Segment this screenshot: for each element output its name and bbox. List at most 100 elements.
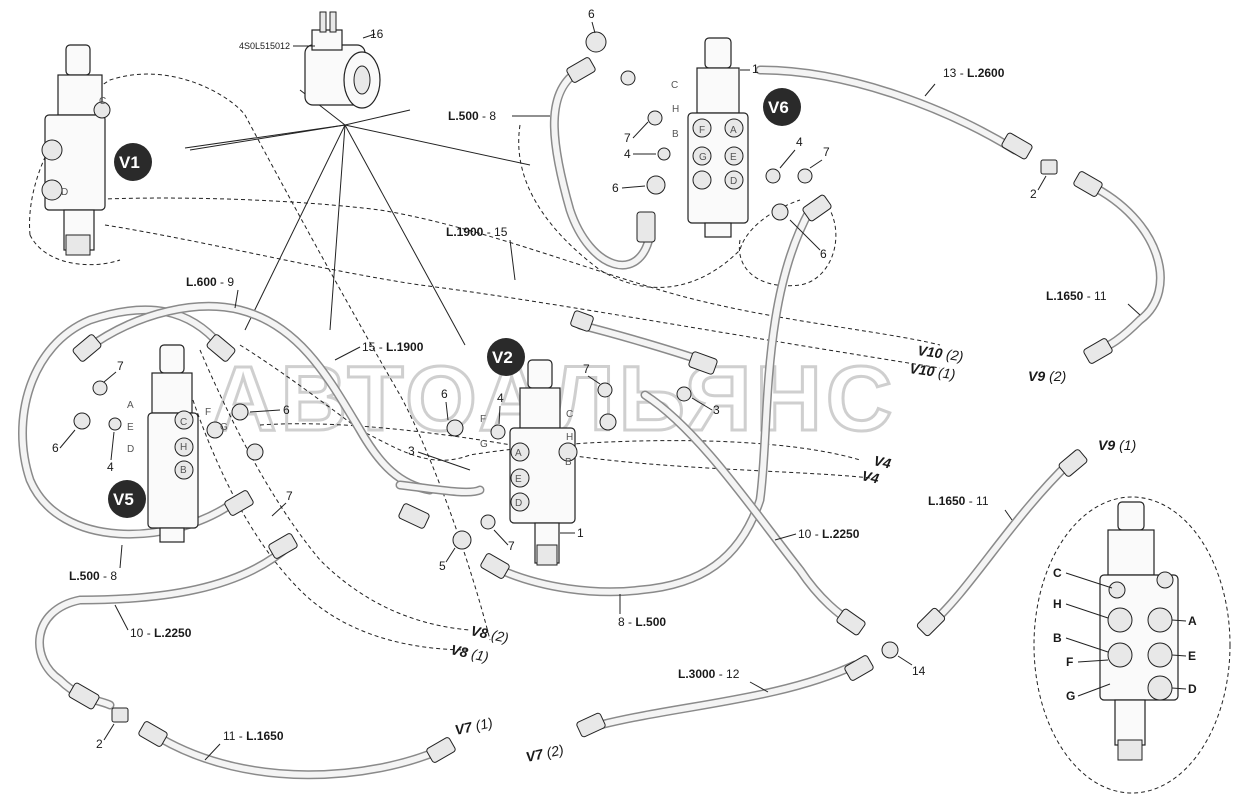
part-7-v5b: 7 (286, 489, 293, 503)
v6-port-c: C (671, 80, 678, 91)
v2-label: V2 (492, 348, 513, 367)
v1-port-c: C (99, 96, 106, 107)
ref-v10-2: V10(2) (917, 342, 965, 364)
hose-label-l500-8-top: L.500 - 8 (448, 109, 496, 123)
hose-label-l500-8-left: L.500 - 8 (69, 569, 117, 583)
v5-badge (108, 480, 146, 518)
leader-l1650-11-bottom (204, 743, 221, 761)
v1-label: V1 (119, 153, 140, 172)
part-2-left: 2 (96, 737, 103, 751)
part-6-v6: 6 (612, 181, 619, 195)
dashed-guides (29, 73, 1231, 794)
hose-label-l1650-11-right: L.1650 - 11 (1046, 289, 1107, 303)
detail-port-a: A (1188, 614, 1197, 628)
v2-port-a: A (515, 448, 522, 459)
leader-l2250-10-left (114, 604, 129, 631)
leader-l1650-11-lowright (1004, 509, 1013, 521)
leader-l3000-12 (749, 681, 769, 693)
part-number-labels: 6 1 7 4 6 4 7 6 2 7 6 6 4 7 6 4 7 3 3 (52, 7, 1047, 751)
part-6-v5r: 6 (283, 403, 290, 417)
v5-port-c: C (180, 417, 187, 428)
solenoid-number: 16 (370, 27, 384, 41)
hoses (18, 65, 1165, 780)
leader-l500-8-left (119, 544, 123, 569)
hose-label-l1900-15-mid: 15 - L.1900 (362, 340, 424, 354)
v2-port-g: G (480, 439, 488, 450)
part-3-v2r: 3 (713, 403, 720, 417)
valve-v2 (509, 359, 578, 566)
ref-v8-1: V8(1) (449, 641, 490, 665)
part-7-v5: 7 (117, 359, 124, 373)
part-5-v2: 5 (439, 559, 446, 573)
part-2-right: 2 (1030, 187, 1037, 201)
v2-port-b: B (565, 457, 572, 468)
leader-l1900-15-top (509, 239, 516, 281)
part-1-v2: 1 (577, 526, 584, 540)
leader-l2600-13 (924, 83, 936, 97)
detail-port-g: G (1066, 689, 1075, 703)
hose-label-l500-8-bottom: 8 - L.500 (618, 615, 666, 629)
part-7-v2: 7 (583, 362, 590, 376)
v2-port-c: C (566, 409, 573, 420)
v2-port-d: D (515, 498, 522, 509)
v2-port-h: H (566, 432, 573, 443)
v1-port-d: D (61, 187, 68, 198)
v5-port-e: E (127, 422, 134, 433)
part-6-v5l: 6 (52, 441, 59, 455)
detail-port-d: D (1188, 682, 1197, 696)
hose-label-l3000-12: L.3000 - 12 (678, 667, 740, 681)
ref-v4-a: V4 (872, 452, 892, 471)
part-6-v6r: 6 (820, 247, 827, 261)
part-4-v6r: 4 (796, 135, 803, 149)
v5-port-h: H (180, 442, 187, 453)
ref-v8-2: V8(2) (469, 622, 510, 646)
leader-l1650-11-right (1127, 303, 1141, 316)
hose-label-l600-9: L.600 - 9 (186, 275, 234, 289)
detail-port-f: F (1066, 655, 1073, 669)
detail-port-c: C (1053, 566, 1062, 580)
v6-port-g: G (699, 152, 707, 163)
part-3-v2l: 3 (408, 444, 415, 458)
part-6-top: 6 (588, 7, 595, 21)
part-1-v6: 1 (752, 62, 759, 76)
leader-l2250-10-mid (774, 533, 797, 541)
valve-v5 (147, 344, 224, 543)
ref-v4-b: V4 (860, 467, 880, 486)
v2-port-f: F (480, 414, 486, 425)
v6-port-a: A (730, 125, 737, 136)
v6-port-h: H (672, 104, 679, 115)
ref-v7-1: V7(1) (453, 714, 494, 738)
small-fittings (73, 31, 899, 659)
v2-badge (487, 338, 525, 376)
ref-v10-1: V10(1) (909, 360, 957, 382)
detail-port-h: H (1053, 597, 1062, 611)
leader-lines (184, 89, 531, 346)
v1-badge (114, 143, 152, 181)
hose-label-l1900-15-top: L.1900 - 15 (446, 225, 508, 239)
ref-v7-2: V7(2) (524, 741, 565, 765)
hose-label-l1650-11-lowright: L.1650 - 11 (928, 494, 989, 508)
detail-valve (1099, 501, 1179, 761)
detail-port-e: E (1188, 649, 1196, 663)
v5-label: V5 (113, 490, 134, 509)
v5-port-d: D (127, 444, 134, 455)
part-7-v6r: 7 (823, 145, 830, 159)
detail-port-b: B (1053, 631, 1062, 645)
v6-port-e: E (730, 152, 737, 163)
v2-port-e: E (515, 474, 522, 485)
solenoid-code: 4S0L515012 (239, 41, 290, 51)
v6-badge (763, 88, 801, 126)
leader-l600-9 (234, 289, 239, 309)
part-6-v2: 6 (441, 387, 448, 401)
part-4-v2: 4 (497, 391, 504, 405)
v5-port-b: B (180, 465, 187, 476)
solenoid-coil (293, 11, 381, 109)
v6-label: V6 (768, 98, 789, 117)
hose-label-l2600-13: 13 - L.2600 (943, 66, 1005, 80)
hose-label-l1650-11-bottom: 11 - L.1650 (223, 729, 284, 743)
valve-v1 (41, 44, 111, 256)
hose-fittings (68, 57, 1113, 763)
part-14: 14 (912, 664, 926, 678)
part-4-v6: 4 (624, 147, 631, 161)
